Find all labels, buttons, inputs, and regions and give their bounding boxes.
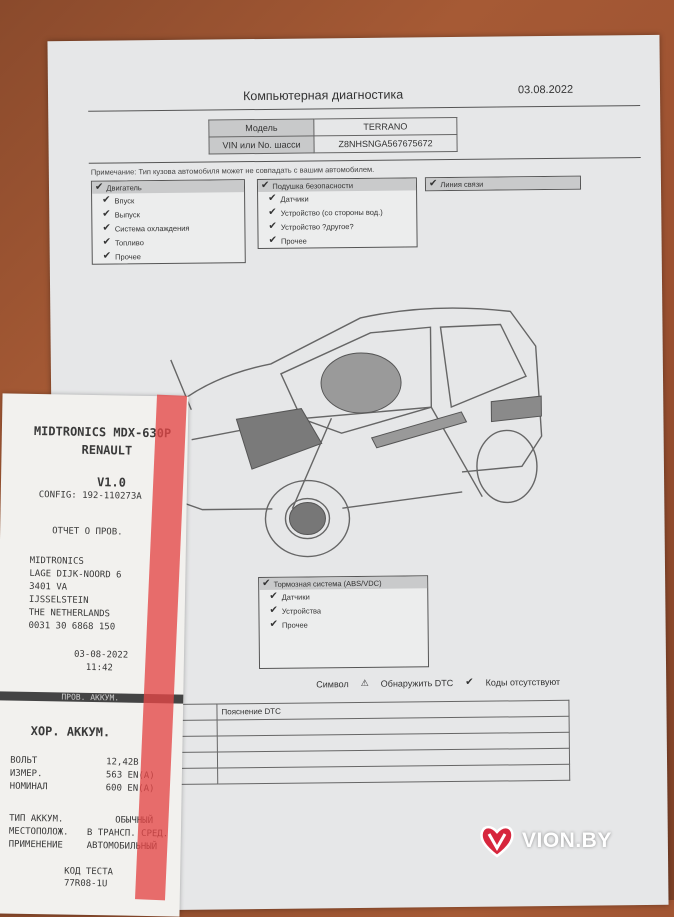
check-icon: ✔ xyxy=(102,208,111,220)
warning-icon: ⚠ xyxy=(360,677,369,688)
check-icon: ✔ xyxy=(268,234,278,246)
comm-title: Линия связи xyxy=(440,179,484,189)
watermark-text: VION.BY xyxy=(522,829,612,852)
receipt-use-label: ПРИМЕНЕНИЕ xyxy=(8,839,63,851)
legend: Символ ⚠ Обнаружить DTC ✔ Коды отсутству… xyxy=(316,676,560,690)
engine-item: Впуск xyxy=(114,195,135,206)
receipt-time: 11:42 xyxy=(85,662,113,674)
check-icon: ✔ xyxy=(102,194,111,206)
receipt-row-label: ВОЛЬТ xyxy=(10,755,38,767)
receipt-brand: RENAULT xyxy=(81,442,133,458)
airbag-item: Датчики xyxy=(280,194,309,204)
brake-item: Датчики xyxy=(281,592,310,602)
vin-label: VIN или No. шасси xyxy=(208,135,315,155)
vehicle-info-table: Модель TERRANO VIN или No. шасси Z8NHSNG… xyxy=(208,117,458,155)
check-icon: ✔ xyxy=(94,181,104,193)
engine-item: Топливо xyxy=(114,237,144,248)
brake-item: Прочее xyxy=(281,620,308,630)
receipt-code-value: 77R08-1U xyxy=(63,878,108,890)
diagnostic-report-sheet: Компьютерная диагностика 03.08.2022 Моде… xyxy=(47,34,669,912)
comm-group: ✔Линия связи xyxy=(424,175,582,192)
legend-symbol: Символ xyxy=(316,678,349,689)
section-rule xyxy=(88,157,641,164)
check-icon: ✔ xyxy=(102,236,112,248)
engine-item: Выпуск xyxy=(114,209,140,220)
dtc-table: Пояснение DTC xyxy=(179,700,570,785)
airbag-item: Устройство ?другое? xyxy=(280,221,354,232)
brake-group: ✔Тормозная система (ABS/VDC) ✔Датчики ✔У… xyxy=(258,575,430,670)
receipt-result: ХОР. АККУМ. xyxy=(30,723,111,740)
legend-detect: Обнаружить DTC xyxy=(380,677,454,689)
airbag-group: ✔Подушка безопасности ✔Датчики ✔Устройст… xyxy=(256,177,418,250)
receipt-type-label: ТИП АККУМ. xyxy=(9,813,64,825)
model-value: TERRANO xyxy=(313,117,457,136)
engine-title: Двигатель xyxy=(106,182,142,193)
vion-heart-logo-icon xyxy=(480,825,514,858)
receipt-address-line: 0031 30 6868 150 xyxy=(28,620,116,633)
receipt-row-label: НОМИНАЛ xyxy=(9,781,48,793)
receipt-place-label: МЕСТОПОЛОЖ. xyxy=(8,826,69,838)
engine-group: ✔Двигатель ✔Впуск ✔Выпуск ✔Система охлаж… xyxy=(90,179,246,265)
check-icon: ✔ xyxy=(268,206,277,218)
engine-item: Система охлаждения xyxy=(114,223,190,234)
receipt-row-label: ИЗМЕР. xyxy=(9,768,43,780)
check-icon: ✔ xyxy=(465,676,474,688)
receipt-date: 03-08-2022 xyxy=(73,649,129,661)
check-icon: ✔ xyxy=(268,192,277,204)
receipt-address-line: LAGE DIJK-NOORD 6 xyxy=(29,568,122,581)
check-icon: ✔ xyxy=(428,178,438,190)
receipt-address-line: MIDTRONICS xyxy=(29,555,84,567)
airbag-item: Устройство (со стороны вод.) xyxy=(280,207,383,218)
report-title: Компьютерная диагностика xyxy=(242,87,404,104)
model-label: Модель xyxy=(208,118,314,138)
legend-none: Коды отсутствуют xyxy=(485,676,561,688)
receipt-row-value: 12,42В xyxy=(106,757,139,768)
receipt-code-label: КОД ТЕСТА xyxy=(64,866,114,878)
check-icon: ✔ xyxy=(268,220,277,232)
receipt-config: CONFIG: 192-110273A xyxy=(38,490,142,502)
receipt-version: V1.0 xyxy=(96,475,127,490)
vion-watermark: VION.BY xyxy=(478,822,612,860)
header-rule xyxy=(88,105,641,112)
receipt-address-line: 3401 VA xyxy=(29,581,68,593)
receipt-address-line: THE NETHERLANDS xyxy=(28,607,111,620)
check-icon: ✔ xyxy=(260,179,270,191)
check-icon: ✔ xyxy=(269,604,278,616)
vin-value: Z8NHSNGA567675672 xyxy=(313,134,458,153)
check-icon: ✔ xyxy=(102,222,111,234)
receipt-address-line: IJSSELSTEIN xyxy=(28,594,89,606)
body-type-note: Примечание: Тип кузова автомобиля может … xyxy=(90,164,375,177)
brake-title: Тормозная система (ABS/VDC) xyxy=(273,578,382,589)
report-date: 03.08.2022 xyxy=(517,83,574,97)
check-icon: ✔ xyxy=(102,250,112,262)
brake-item: Устройства xyxy=(281,605,322,616)
receipt-report-title: ОТЧЕТ О ПРОВ. xyxy=(52,526,123,538)
receipt-device: MIDTRONICS MDX-630P xyxy=(33,423,172,441)
engine-item: Прочее xyxy=(115,251,141,262)
check-icon: ✔ xyxy=(269,618,279,630)
airbag-item: Прочее xyxy=(280,236,307,246)
car-illustration xyxy=(146,307,543,558)
airbag-title: Подушка безопасности xyxy=(272,180,354,191)
check-icon: ✔ xyxy=(269,590,278,602)
check-icon: ✔ xyxy=(262,577,271,590)
